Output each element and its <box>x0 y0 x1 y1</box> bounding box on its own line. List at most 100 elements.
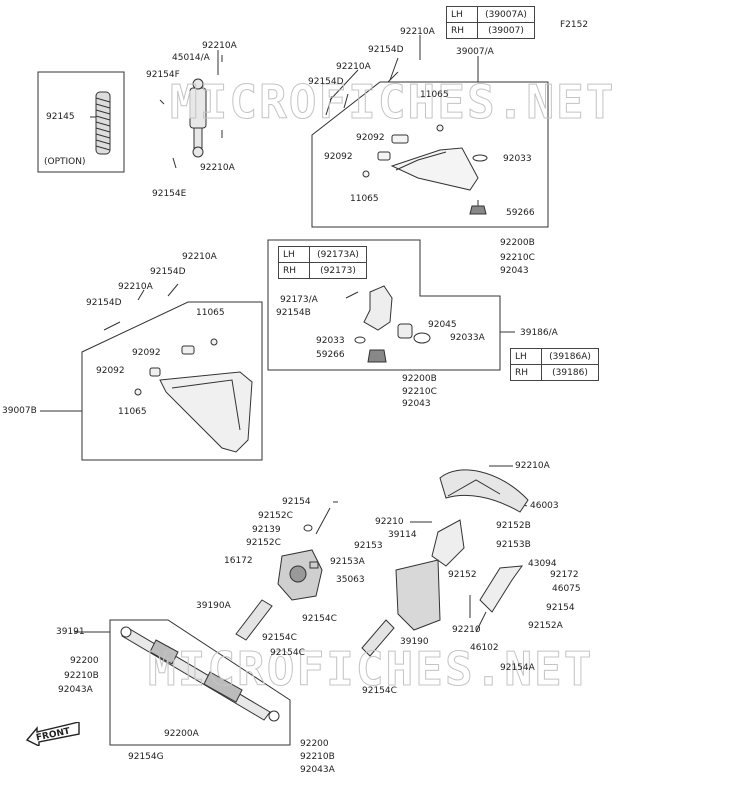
part-label: 92154D <box>86 298 122 308</box>
part-label: 39114 <box>388 530 417 540</box>
part-label: 92154 <box>282 497 311 507</box>
table-cell: LH <box>446 6 478 23</box>
part-label: 92210A <box>200 163 235 173</box>
part-label: 92154C <box>302 614 337 624</box>
part-label: 92154D <box>150 267 186 277</box>
power-steering-unit <box>277 507 331 601</box>
part-label: 92154C <box>270 648 305 658</box>
part-label: 92172 <box>550 570 579 580</box>
table-cell: (39007A) <box>477 6 535 23</box>
part-label: 59266 <box>316 350 345 360</box>
part-label: 92154E <box>152 189 187 199</box>
part-label: 92154C <box>362 686 397 696</box>
upper-arm-frame <box>311 81 549 228</box>
part-label: 92154A <box>500 663 535 673</box>
part-label: 39007/A <box>456 47 494 57</box>
part-label: 92200 <box>300 739 329 749</box>
part-label: 92210A <box>118 282 153 292</box>
part-label: 92200 <box>70 656 99 666</box>
part-label: 92210A <box>336 62 371 72</box>
part-label: 92152C <box>246 538 281 548</box>
part-label: 39190A <box>196 601 231 611</box>
knuckle-assy-side-table: LH(39186A) RH(39186) <box>510 348 599 381</box>
knuckle-side-table: LH(92173A) RH(92173) <box>278 246 367 279</box>
part-label: 39191 <box>56 627 85 637</box>
table-cell: (92173) <box>309 262 367 279</box>
part-label: 45014/A <box>172 53 210 63</box>
part-label: 92092 <box>324 152 353 162</box>
part-label: 92210 <box>375 517 404 527</box>
part-label: 46075 <box>552 584 581 594</box>
part-label: 92152A <box>528 621 563 631</box>
part-label: 92033 <box>316 336 345 346</box>
part-label: 92210 <box>452 625 481 635</box>
part-label: 92092 <box>356 133 385 143</box>
part-label: 59266 <box>506 208 535 218</box>
front-direction-badge <box>25 722 80 746</box>
part-label: 39007B <box>2 406 37 416</box>
part-label: 92173/A <box>280 295 318 305</box>
table-cell: RH <box>446 22 478 39</box>
table-cell: (92173A) <box>309 246 367 263</box>
part-label: 43094 <box>528 559 557 569</box>
part-label: 92145 <box>46 112 75 122</box>
part-label: 92154G <box>128 752 164 762</box>
table-cell: (39186) <box>541 364 599 381</box>
part-label: 92043A <box>300 765 335 775</box>
part-label: 11065 <box>118 407 147 417</box>
part-label: 92092 <box>96 366 125 376</box>
part-label: 46003 <box>530 501 559 511</box>
part-label: 92154 <box>546 603 575 613</box>
table-cell: (39007) <box>477 22 535 39</box>
part-label: 92154D <box>368 45 404 55</box>
part-label: 92210A <box>515 461 550 471</box>
part-label: 92210B <box>300 752 335 762</box>
table-cell: (39186A) <box>541 348 599 365</box>
part-label: 92210A <box>182 252 217 262</box>
part-label: 92154F <box>146 70 180 80</box>
part-label: 92043A <box>58 685 93 695</box>
steering-rack-frame <box>109 619 291 746</box>
bolts-upper <box>325 71 399 116</box>
part-label: 92043 <box>402 399 431 409</box>
shock-absorber <box>159 55 223 169</box>
knuckle-frame <box>267 239 501 371</box>
part-label: 92200B <box>500 238 535 248</box>
part-label: 92152B <box>496 521 531 531</box>
part-label: 92210A <box>400 27 435 37</box>
steering-wheel <box>439 469 529 513</box>
part-label: 39186/A <box>520 328 558 338</box>
part-label: 92210A <box>202 41 237 51</box>
option-label: (OPTION) <box>44 157 86 167</box>
upper-a-arm <box>362 124 488 215</box>
part-label: 92043 <box>500 266 529 276</box>
part-label: 92200B <box>402 374 437 384</box>
table-cell: RH <box>510 364 542 381</box>
part-label: 11065 <box>420 90 449 100</box>
table-cell: LH <box>278 246 310 263</box>
part-label: 92045 <box>428 320 457 330</box>
part-label: 92210C <box>402 387 437 397</box>
part-label: 11065 <box>350 194 379 204</box>
part-label: 92033 <box>503 154 532 164</box>
part-label: 92154B <box>276 308 311 318</box>
part-label: 92153A <box>330 557 365 567</box>
part-label: 46102 <box>470 643 499 653</box>
svg-text:MICROFICHES.NET: MICROFICHES.NET <box>148 642 593 696</box>
part-label: 92210C <box>500 253 535 263</box>
svg-text:MICROFICHES.NET: MICROFICHES.NET <box>170 75 615 129</box>
intermediate-shafts <box>235 599 395 657</box>
part-label: 92154C <box>262 633 297 643</box>
part-label: 92152C <box>258 511 293 521</box>
part-label: 92033A <box>450 333 485 343</box>
part-label: 92153B <box>496 540 531 550</box>
part-label: 92154D <box>308 77 344 87</box>
part-label: 92153 <box>354 541 383 551</box>
steering-knuckle <box>345 285 431 363</box>
part-label: 92200A <box>164 729 199 739</box>
option-spring-frame <box>37 71 125 173</box>
upper-arm-side-table: LH(39007A) RH(39007) <box>446 6 535 39</box>
table-cell: RH <box>278 262 310 279</box>
lower-a-arm <box>103 283 253 453</box>
